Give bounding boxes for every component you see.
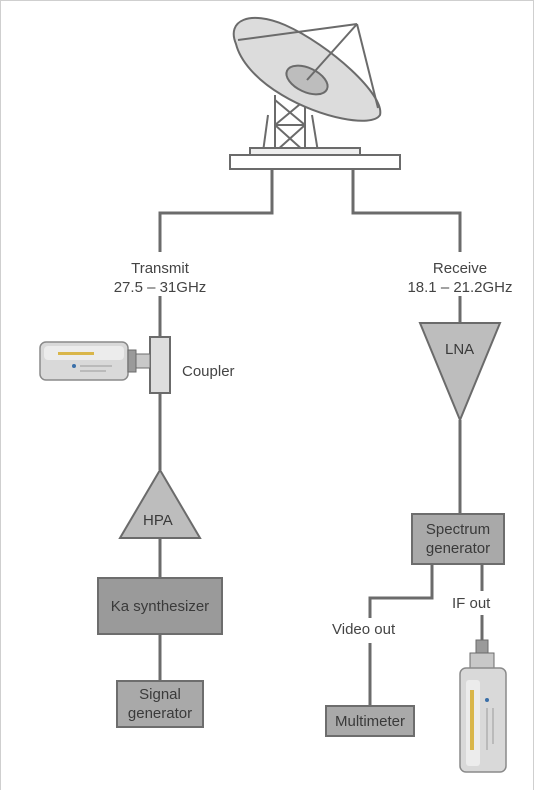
coupler-label: Coupler	[182, 363, 235, 380]
if-out-label: IF out	[452, 595, 491, 612]
spectrum-analyzer-label-line2: generator	[425, 540, 491, 557]
transmit-label: Transmit	[131, 260, 189, 277]
receive-label: Receive	[432, 260, 488, 277]
receive-frequency: 18.1 – 21.2GHz	[407, 279, 513, 296]
power-sensor-icon	[39, 341, 151, 381]
connection-lines	[158, 169, 484, 705]
hpa-label: HPA	[143, 512, 173, 529]
lna-amplifier	[418, 322, 502, 423]
transmit-frequency: 27.5 – 31GHz	[113, 279, 207, 296]
video-out-label: Video out	[332, 621, 396, 638]
power-sensor-icon	[459, 639, 507, 773]
lna-label: LNA	[445, 341, 475, 358]
multimeter-box: Multimeter	[325, 705, 415, 737]
ka-synthesizer-label: Ka synthesizer	[110, 597, 210, 615]
coupler-block	[149, 336, 171, 394]
multimeter-label: Multimeter	[334, 712, 405, 730]
ka-synthesizer-box: Ka synthesizer	[97, 577, 223, 635]
satellite-dish-icon	[229, 16, 401, 170]
signal-generator-label-line2: generator	[127, 705, 193, 722]
hpa-amplifier	[118, 468, 202, 539]
signal-generator-box: Signal generator	[116, 680, 204, 728]
spectrum-analyzer-label-line1: Spectrum	[425, 521, 491, 538]
spectrum-analyzer-box: Spectrum generator	[411, 513, 505, 565]
signal-generator-label-line1: Signal	[139, 686, 181, 703]
